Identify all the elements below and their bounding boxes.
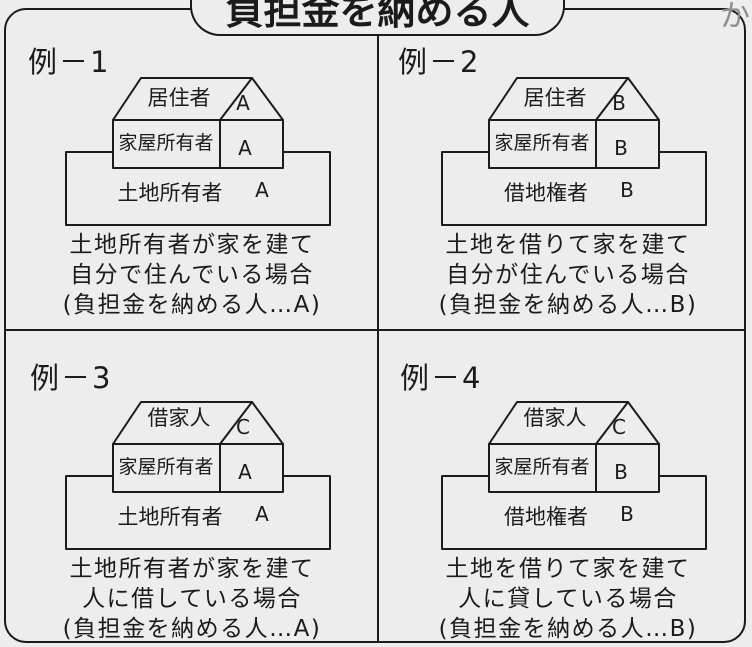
house-diagram: [65, 401, 331, 550]
adjacent-column-fragment: か: [720, 2, 750, 32]
house-owner-role: 家屋所有者: [118, 132, 214, 154]
example-label: 例－2: [398, 45, 481, 79]
caption-line-2: 人に借している場合: [82, 586, 302, 612]
example-label: 例－3: [30, 361, 113, 395]
house-diagram: [441, 401, 707, 550]
caption-line-2: 自分が住んでいる場合: [446, 262, 690, 288]
house-body-outline: [112, 119, 284, 169]
example-panel-3: 例－3 借家人 C 家屋所有者 A 土地所有者 A 土地所有者が家を建て 人に借…: [6, 332, 370, 643]
caption-line-1: 土地所有者が家を建て: [69, 556, 315, 582]
example-caption: 土地所有者が家を建て 人に借している場合 (負担金を納める人…A): [10, 554, 374, 644]
land-holder-letter: A: [255, 178, 269, 202]
land-holder-role: 土地所有者: [117, 181, 223, 205]
caption-line-3: (負担金を納める人…A): [62, 292, 322, 318]
gable-edge-line: [595, 77, 629, 121]
house-owner-letter: A: [238, 136, 252, 160]
example-caption: 土地所有者が家を建て 自分で住んでいる場合 (負担金を納める人…A): [10, 230, 374, 320]
roof-occupant-role: 借家人: [523, 406, 587, 430]
land-holder-role: 土地所有者: [117, 505, 223, 529]
caption-line-3: (負担金を納める人…B): [438, 292, 698, 318]
caption-line-3: (負担金を納める人…A): [62, 616, 322, 642]
house-owner-role: 家屋所有者: [118, 456, 214, 478]
roof-occupant-letter: C: [612, 415, 626, 439]
roof-occupant-letter: A: [236, 91, 250, 115]
gable-edge-line: [219, 77, 253, 121]
land-holder-letter: B: [620, 178, 634, 202]
caption-line-2: 人に貸している場合: [458, 586, 678, 612]
horizontal-divider: [5, 329, 745, 331]
example-panel-4: 例－4 借家人 C 家屋所有者 B 借地権者 B 土地を借りて家を建て 人に貸し…: [382, 332, 746, 643]
vertical-divider: [377, 30, 379, 642]
house-owner-role: 家屋所有者: [494, 132, 590, 154]
roof-occupant-role: 借家人: [147, 406, 211, 430]
house-diagram: [441, 77, 707, 226]
land-holder-letter: B: [620, 502, 634, 526]
caption-line-2: 自分で住んでいる場合: [70, 262, 314, 288]
example-caption: 土地を借りて家を建て 自分が住んでいる場合 (負担金を納める人…B): [386, 230, 750, 320]
house-body-outline: [488, 443, 660, 493]
example-caption: 土地を借りて家を建て 人に貸している場合 (負担金を納める人…B): [386, 554, 750, 644]
gable-edge-line: [595, 401, 629, 445]
caption-line-1: 土地を借りて家を建て: [445, 556, 691, 582]
land-holder-role: 借地権者: [504, 181, 588, 205]
example-label: 例－1: [28, 45, 111, 79]
house-owner-letter: B: [614, 460, 628, 484]
land-holder-letter: A: [255, 502, 269, 526]
house-owner-letter: A: [238, 460, 252, 484]
roof-occupant-letter: C: [236, 415, 250, 439]
example-panel-2: 例－2 居住者 B 家屋所有者 B 借地権者 B 土地を借りて家を建て 自分が住…: [382, 8, 746, 319]
house-diagram: [65, 77, 331, 226]
roof-occupant-letter: B: [612, 91, 626, 115]
house-owner-role: 家屋所有者: [494, 456, 590, 478]
page-title: 負担金を納める人: [225, 0, 530, 33]
house-body-outline: [112, 443, 284, 493]
caption-line-3: (負担金を納める人…B): [438, 616, 698, 642]
caption-line-1: 土地を借りて家を建て: [445, 232, 691, 258]
land-holder-role: 借地権者: [504, 505, 588, 529]
example-panel-1: 例－1 居住者 A 家屋所有者 A 土地所有者 A 土地所有者が家を建て 自分で…: [6, 8, 370, 319]
caption-line-1: 土地所有者が家を建て: [69, 232, 315, 258]
gable-edge-line: [219, 401, 253, 445]
example-label: 例－4: [400, 361, 483, 395]
roof-occupant-role: 居住者: [523, 86, 587, 110]
house-owner-letter: B: [614, 136, 628, 160]
roof-occupant-role: 居住者: [147, 86, 211, 110]
